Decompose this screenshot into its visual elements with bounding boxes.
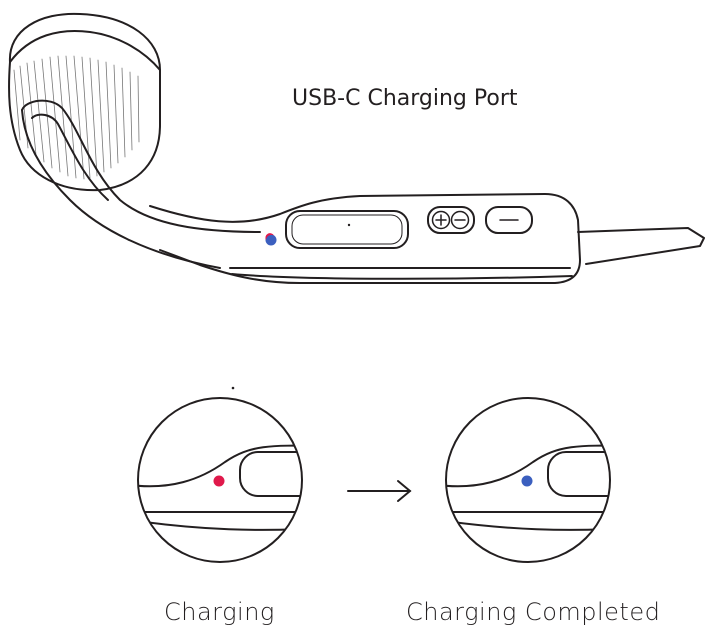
led-red-icon: [214, 476, 225, 487]
rear-band-icon: [578, 228, 704, 264]
state-label-completed: Charging Completed: [406, 598, 660, 626]
function-button-icon: [486, 207, 532, 233]
arrow-right-icon: [348, 481, 410, 501]
led-indicator-icon: [265, 233, 276, 245]
state-label-charging: Charging: [164, 598, 275, 626]
diagram-title: USB-C Charging Port: [292, 86, 518, 111]
port-cover-icon: [286, 211, 408, 248]
zoom-circle-charging: [130, 398, 360, 562]
led-blue-icon: [522, 476, 533, 487]
volume-buttons-icon: [428, 207, 474, 233]
zoom-circle-completed: [438, 398, 668, 562]
